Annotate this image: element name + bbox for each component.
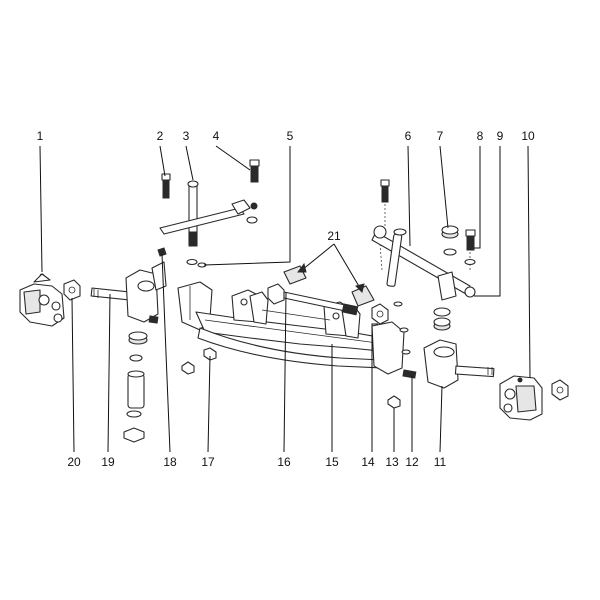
callout-4: 4 [213, 129, 220, 143]
right-hub-nut [551, 379, 569, 401]
right-spindle [423, 339, 495, 389]
callout-12: 12 [405, 455, 419, 469]
bolt-12 [402, 369, 417, 379]
callout-6: 6 [405, 129, 412, 143]
nut-13 [387, 395, 401, 409]
bolt-left-2 [161, 173, 171, 199]
bolt-right-8 [465, 229, 476, 272]
callout-15: 15 [325, 455, 339, 469]
callout-labels: 1 2 3 4 5 6 7 8 9 10 11 12 13 14 15 16 1… [37, 129, 535, 469]
callout-13: 13 [385, 455, 399, 469]
left-spindle [90, 261, 167, 324]
callout-19: 19 [101, 455, 115, 469]
tie-rod-left [159, 180, 258, 266]
bolt-left-4 [249, 159, 260, 210]
right-brake-caliper [499, 375, 543, 421]
left-brake-caliper [19, 273, 65, 327]
callout-10: 10 [521, 129, 535, 143]
callout-1: 1 [37, 129, 44, 143]
callout-20: 20 [67, 455, 81, 469]
callout-18: 18 [163, 455, 177, 469]
callout-21: 21 [327, 229, 341, 243]
callout-11: 11 [434, 455, 447, 469]
right-kingpin-stack [433, 307, 451, 331]
pivot-bolt [267, 283, 359, 316]
callout-7: 7 [437, 129, 444, 143]
leader-lines [39, 145, 531, 453]
axle-frame [177, 281, 405, 375]
nut-17 [181, 347, 217, 375]
callout-17: 17 [201, 455, 215, 469]
callout-2: 2 [157, 129, 164, 143]
washer-7 [441, 225, 476, 266]
callout-8: 8 [477, 129, 484, 143]
left-kingpin-stack [123, 331, 148, 443]
callout-16: 16 [277, 455, 291, 469]
left-hub-nut [63, 279, 81, 301]
callout-3: 3 [183, 129, 190, 143]
tie-rod-right [371, 225, 476, 301]
callout-14: 14 [361, 455, 375, 469]
pivot-nut [371, 303, 389, 325]
callout-9: 9 [497, 129, 504, 143]
cotter-pin [157, 247, 167, 257]
callout-5: 5 [287, 129, 294, 143]
washers-right-center [393, 301, 411, 355]
bolt-right-top [380, 179, 390, 228]
